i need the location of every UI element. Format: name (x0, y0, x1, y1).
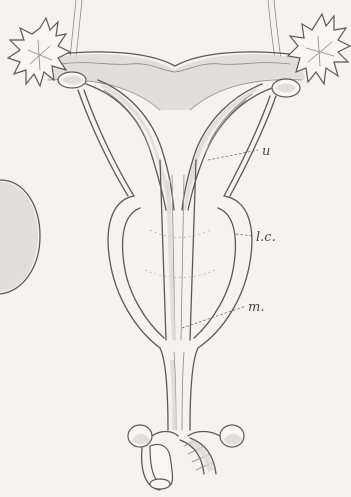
label-lc: l.c. (256, 230, 276, 245)
right-fimbriated-ovary (272, 14, 350, 97)
label-m: m. (248, 300, 264, 315)
basal-structures (128, 425, 244, 490)
left-round-organ (0, 180, 40, 294)
vaginal-tube (160, 348, 198, 430)
label-u: u (262, 144, 270, 159)
lateral-canal-loops (108, 196, 252, 348)
upper-vessels (70, 0, 281, 58)
